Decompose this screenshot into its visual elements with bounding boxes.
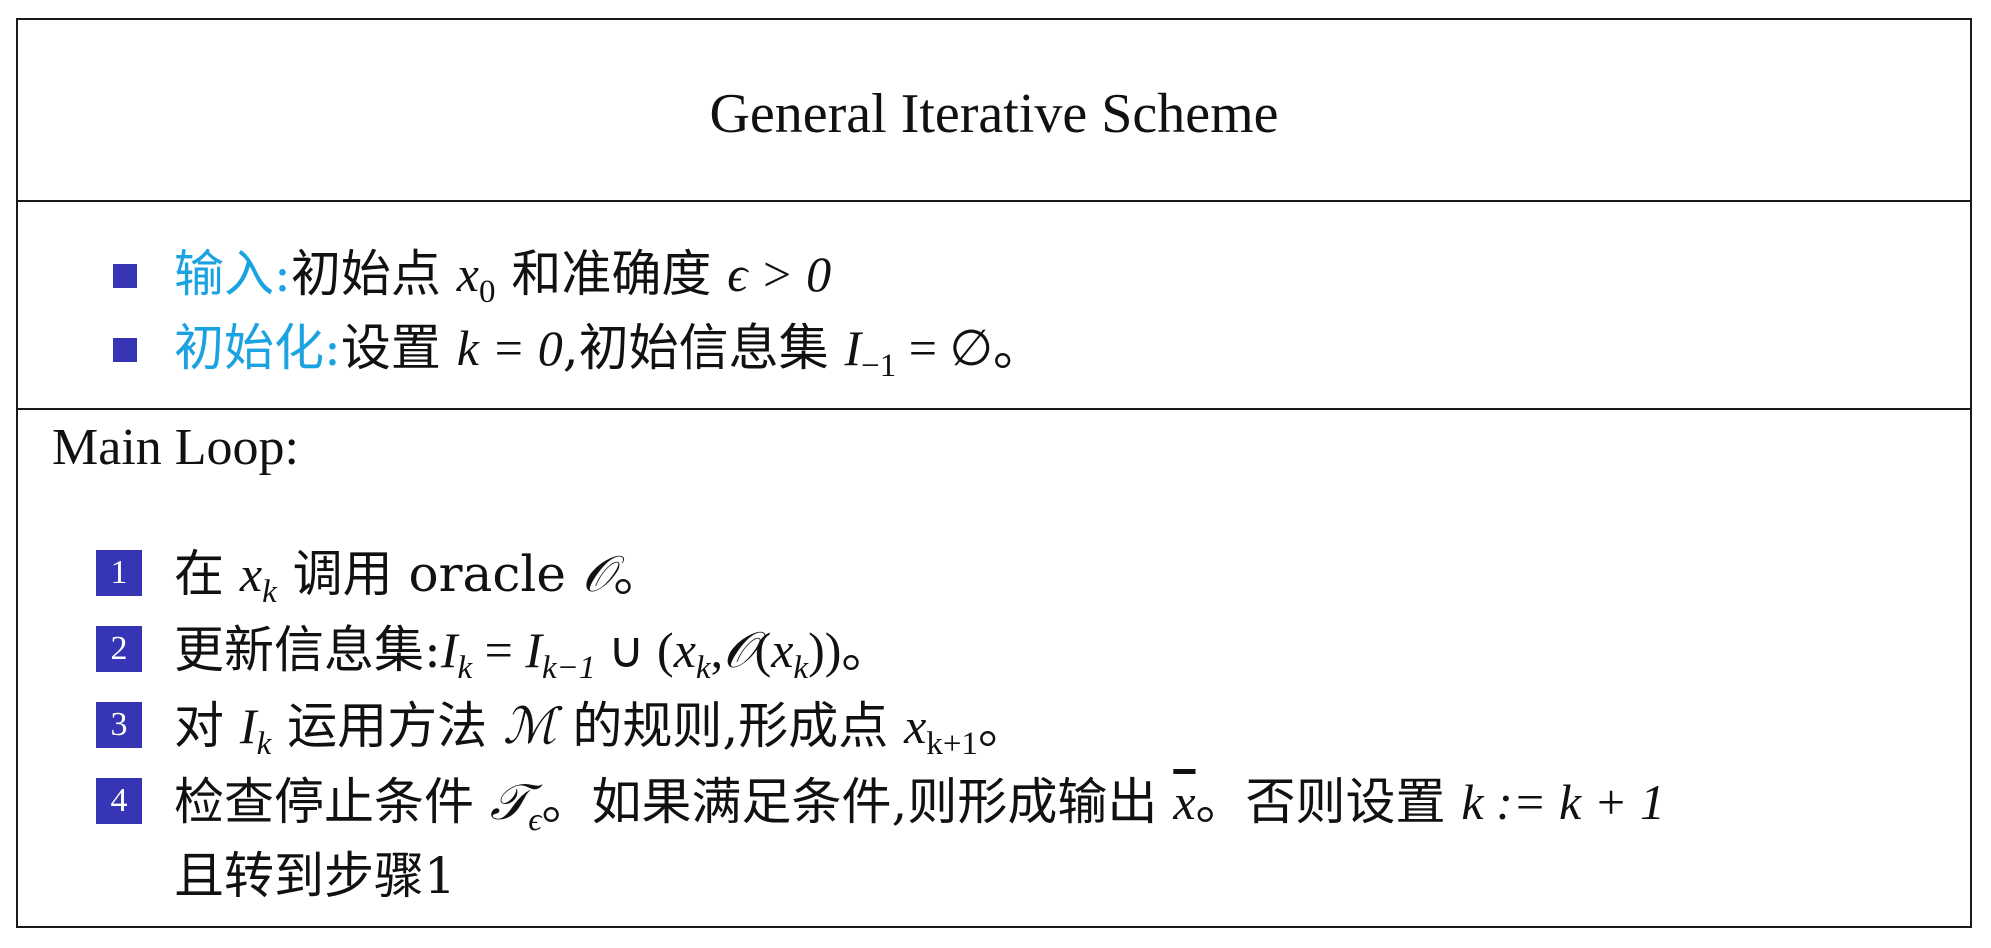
step-4: 检查停止条件 𝒯ϵ。如果满足条件,则形成输出 x。否则设置 k := k + 1: [174, 772, 1665, 839]
init-row: 初始化:设置 k = 0,初始信息集 I−1 = ∅。: [174, 318, 1043, 385]
init-end: 。: [993, 319, 1044, 377]
step-3: 对 Ik 运用方法 ℳ 的规则,形成点 xk+1。: [174, 696, 1028, 763]
step-3-text-b: 运用方法: [271, 697, 504, 755]
var-I: I: [844, 320, 862, 376]
oracle-symbol: 𝒪: [723, 621, 755, 679]
step-3-text-a: 对: [174, 697, 240, 755]
input-text-a: 初始点: [290, 245, 457, 303]
step-1-text-b: 调用 oracle: [276, 545, 582, 603]
main-loop-label: Main Loop:: [52, 419, 299, 476]
step-4-continuation: 且转到步骤1: [174, 847, 456, 905]
step-1-end: 。: [613, 545, 664, 603]
step-3-end: 。: [978, 697, 1028, 755]
output-x-bar: x: [1173, 774, 1196, 830]
paren-close: )): [808, 622, 842, 678]
sub-epsilon: ϵ: [528, 801, 542, 838]
step-number-2: 2: [96, 626, 142, 672]
sub-k: k: [793, 649, 809, 686]
sub-k-plus-1: k+1: [926, 725, 978, 762]
oracle-symbol: 𝒪: [581, 545, 614, 603]
step-3-text-c: 的规则,形成点: [556, 697, 905, 755]
init-text-a: 设置: [340, 319, 457, 377]
stop-criterion-symbol: 𝒯: [489, 773, 529, 831]
step-2: 更新信息集:Ik = Ik−1 ∪ (xk,𝒪(xk))。: [174, 620, 891, 687]
algorithm-title: General Iterative Scheme: [709, 83, 1279, 145]
comma: ,: [710, 622, 724, 678]
input-row: 输入:初始点 x0 和准确度 ϵ > 0: [174, 244, 831, 311]
init-label: 初始化:: [174, 319, 341, 377]
sub-zero: 0: [478, 273, 496, 310]
divider-setup: [18, 408, 1970, 410]
var-I: I: [239, 698, 257, 754]
input-text-b: 和准确度: [495, 245, 728, 303]
var-x: x: [239, 546, 263, 602]
sub-k: k: [457, 649, 473, 686]
equals-sign: =: [472, 622, 526, 678]
sub-k: k: [695, 649, 711, 686]
sub-k-minus-1: k−1: [542, 649, 596, 686]
bullet-square: [113, 264, 137, 288]
var-x: x: [673, 622, 696, 678]
var-I: I: [440, 622, 458, 678]
var-x: x: [456, 246, 479, 302]
step-1: 在 xk 调用 oracle 𝒪。: [174, 544, 663, 611]
step-2-text-a: 更新信息集:: [174, 621, 441, 679]
divider-header: [18, 200, 1970, 202]
input-label: 输入:: [174, 245, 291, 303]
algorithm-box: General Iterative Scheme 输入:初始点 x0 和准确度 …: [16, 18, 1972, 928]
step-4-text-a: 检查停止条件: [174, 773, 490, 831]
step-1-text-a: 在: [174, 545, 240, 603]
eq-empty-set: = ∅: [896, 320, 994, 376]
step-4-text-b: 。如果满足条件,则形成输出: [541, 773, 1174, 831]
sub-k: k: [256, 725, 272, 762]
paren-open: (: [754, 622, 772, 678]
step-number-1: 1: [96, 550, 142, 596]
init-text-b: ,初始信息集: [562, 319, 845, 377]
k-expr: k = 0: [456, 320, 563, 376]
bullet-square: [113, 338, 137, 362]
method-symbol: ℳ: [503, 697, 557, 755]
assign-expr: k := k + 1: [1461, 774, 1665, 830]
union-open: ∪ (: [595, 622, 674, 678]
step-4-text-c: 。否则设置: [1195, 773, 1462, 831]
step-number-4: 4: [96, 778, 142, 824]
var-x: x: [771, 622, 794, 678]
sub-k: k: [262, 573, 277, 610]
step-2-end: 。: [841, 621, 892, 679]
sub-minus-one: −1: [861, 347, 897, 384]
var-x: x: [904, 698, 927, 754]
step-number-3: 3: [96, 702, 142, 748]
epsilon-expr: ϵ > 0: [727, 246, 832, 302]
var-I: I: [525, 622, 543, 678]
